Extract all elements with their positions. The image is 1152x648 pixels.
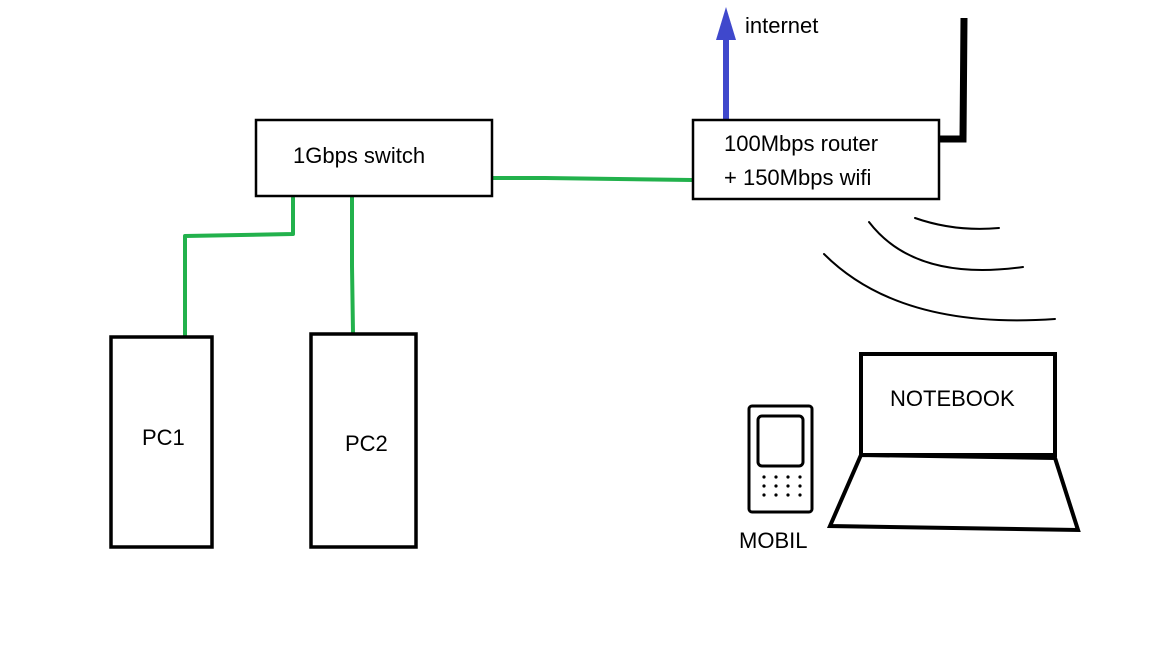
pc2-box	[309, 332, 418, 549]
switch-box	[254, 118, 494, 198]
antenna-icon	[940, 17, 968, 143]
key	[786, 475, 790, 479]
router-box	[691, 118, 941, 201]
link-switch-pc2	[350, 194, 355, 335]
phone-keypad	[762, 475, 802, 497]
wired-links	[183, 176, 694, 338]
key	[798, 493, 802, 497]
laptop-base	[826, 452, 1081, 533]
key	[774, 493, 778, 497]
router-label-line1: 100Mbps router	[724, 131, 879, 156]
mobile-phone-icon	[747, 404, 814, 514]
pc1-label: PC1	[142, 425, 185, 450]
laptop-icon	[826, 352, 1081, 533]
wifi-arc-middle	[868, 221, 1024, 271]
key	[762, 475, 766, 479]
mobil-label: MOBIL	[739, 528, 808, 553]
pc1-box	[109, 335, 214, 549]
key	[774, 475, 778, 479]
link-switch-pc1	[183, 196, 295, 338]
arrow-up-icon	[716, 7, 736, 40]
wifi-arc-outer	[823, 253, 1056, 322]
phone-screen	[756, 414, 805, 468]
internet-label: internet	[745, 13, 819, 38]
wifi-arc-inner	[914, 217, 1000, 230]
notebook-label: NOTEBOOK	[890, 386, 1015, 411]
switch-label: 1Gbps switch	[293, 143, 426, 168]
key	[798, 475, 802, 479]
key	[786, 484, 790, 488]
key	[762, 484, 766, 488]
key	[762, 493, 766, 497]
router-label-line2: + 150Mbps wifi	[724, 165, 872, 190]
laptop-screen	[859, 352, 1057, 457]
pc2-label: PC2	[345, 431, 388, 456]
key	[798, 484, 802, 488]
link-switch-router	[491, 176, 694, 182]
key	[774, 484, 778, 488]
wifi-signal-icon	[823, 217, 1056, 322]
internet-arrow	[716, 7, 736, 120]
key	[786, 493, 790, 497]
